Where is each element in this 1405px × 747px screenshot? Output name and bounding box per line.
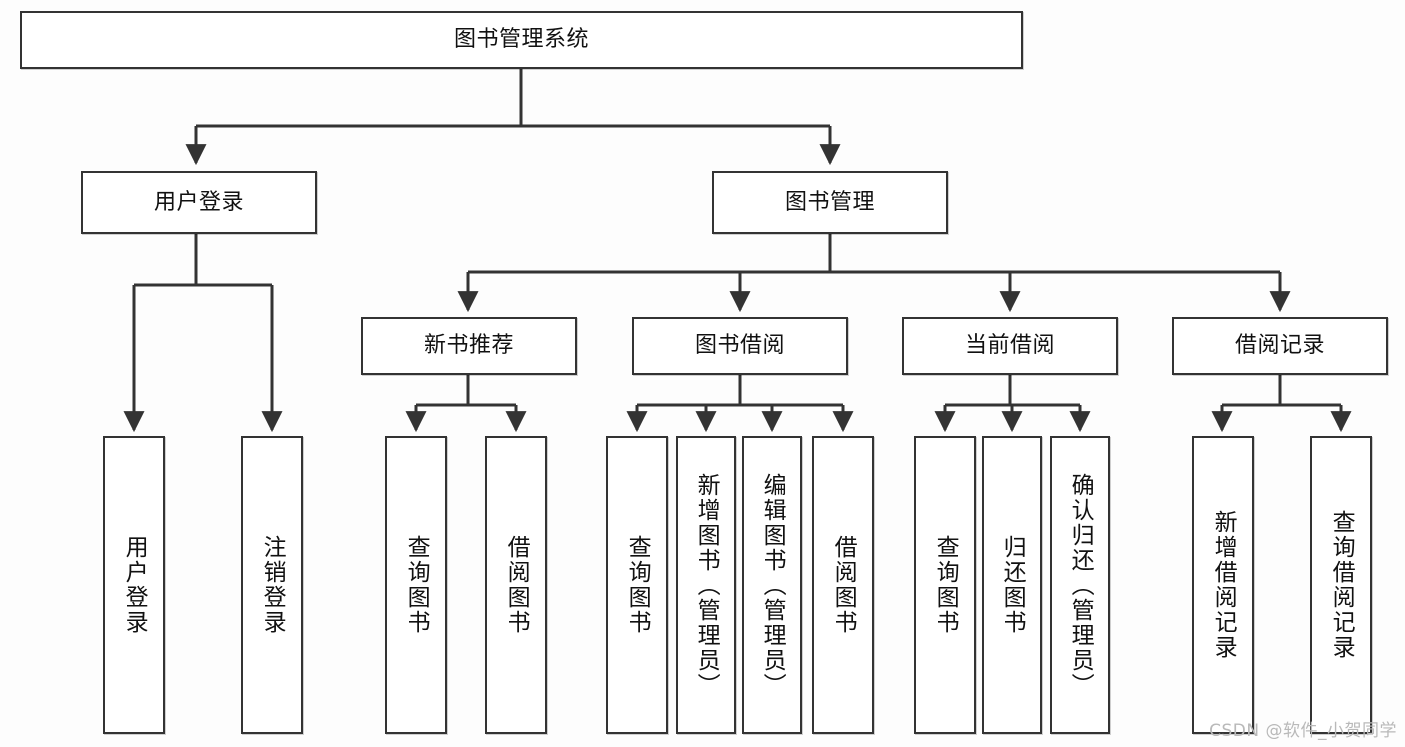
leaf-add-book[interactable]: 新增图书（管理员） bbox=[676, 436, 736, 734]
leaf-borrow-book-1-label: 借阅图书 bbox=[503, 535, 530, 635]
leaf-user-login-label: 用户登录 bbox=[121, 535, 148, 635]
node-book-borrow[interactable]: 图书借阅 bbox=[632, 317, 848, 375]
leaf-return-book-label: 归还图书 bbox=[999, 535, 1026, 635]
leaf-query-borrow-record[interactable]: 查询借阅记录 bbox=[1310, 436, 1372, 734]
leaf-add-borrow-record-label: 新增借阅记录 bbox=[1210, 510, 1237, 660]
leaf-return-book[interactable]: 归还图书 bbox=[982, 436, 1042, 734]
leaf-edit-book[interactable]: 编辑图书（管理员） bbox=[742, 436, 802, 734]
leaf-borrow-book-2[interactable]: 借阅图书 bbox=[812, 436, 874, 734]
node-new-book-recommend[interactable]: 新书推荐 bbox=[361, 317, 577, 375]
leaf-logout-login-label: 注销登录 bbox=[259, 535, 286, 635]
node-user-login[interactable]: 用户登录 bbox=[81, 171, 317, 234]
node-current-borrow[interactable]: 当前借阅 bbox=[902, 317, 1118, 375]
leaf-query-book-1-label: 查询图书 bbox=[403, 535, 430, 635]
leaf-query-book-1[interactable]: 查询图书 bbox=[385, 436, 447, 734]
node-root-label: 图书管理系统 bbox=[453, 27, 589, 53]
leaf-query-book-3[interactable]: 查询图书 bbox=[914, 436, 976, 734]
leaf-add-borrow-record[interactable]: 新增借阅记录 bbox=[1192, 436, 1254, 734]
node-current-borrow-label: 当前借阅 bbox=[964, 333, 1055, 359]
node-user-login-label: 用户登录 bbox=[153, 189, 244, 215]
leaf-borrow-book-1[interactable]: 借阅图书 bbox=[485, 436, 547, 734]
node-new-book-recommend-label: 新书推荐 bbox=[423, 333, 514, 359]
leaf-confirm-return-label: 确认归还（管理员） bbox=[1067, 472, 1094, 698]
node-book-borrow-label: 图书借阅 bbox=[694, 333, 785, 359]
node-book-manage[interactable]: 图书管理 bbox=[712, 171, 948, 234]
node-borrow-record-label: 借阅记录 bbox=[1234, 333, 1325, 359]
leaf-query-borrow-record-label: 查询借阅记录 bbox=[1328, 510, 1355, 660]
node-borrow-record[interactable]: 借阅记录 bbox=[1172, 317, 1388, 375]
watermark: CSDN @软件_小贺同学 bbox=[1209, 721, 1397, 741]
leaf-borrow-book-2-label: 借阅图书 bbox=[830, 535, 857, 635]
leaf-query-book-2-label: 查询图书 bbox=[624, 535, 651, 635]
node-book-manage-label: 图书管理 bbox=[784, 189, 875, 215]
leaf-logout-login[interactable]: 注销登录 bbox=[241, 436, 303, 734]
leaf-add-book-label: 新增图书（管理员） bbox=[693, 472, 720, 698]
leaf-edit-book-label: 编辑图书（管理员） bbox=[759, 472, 786, 698]
leaf-confirm-return[interactable]: 确认归还（管理员） bbox=[1050, 436, 1110, 734]
leaf-query-book-2[interactable]: 查询图书 bbox=[606, 436, 668, 734]
leaf-user-login[interactable]: 用户登录 bbox=[103, 436, 165, 734]
leaf-query-book-3-label: 查询图书 bbox=[932, 535, 959, 635]
node-root[interactable]: 图书管理系统 bbox=[20, 11, 1023, 69]
